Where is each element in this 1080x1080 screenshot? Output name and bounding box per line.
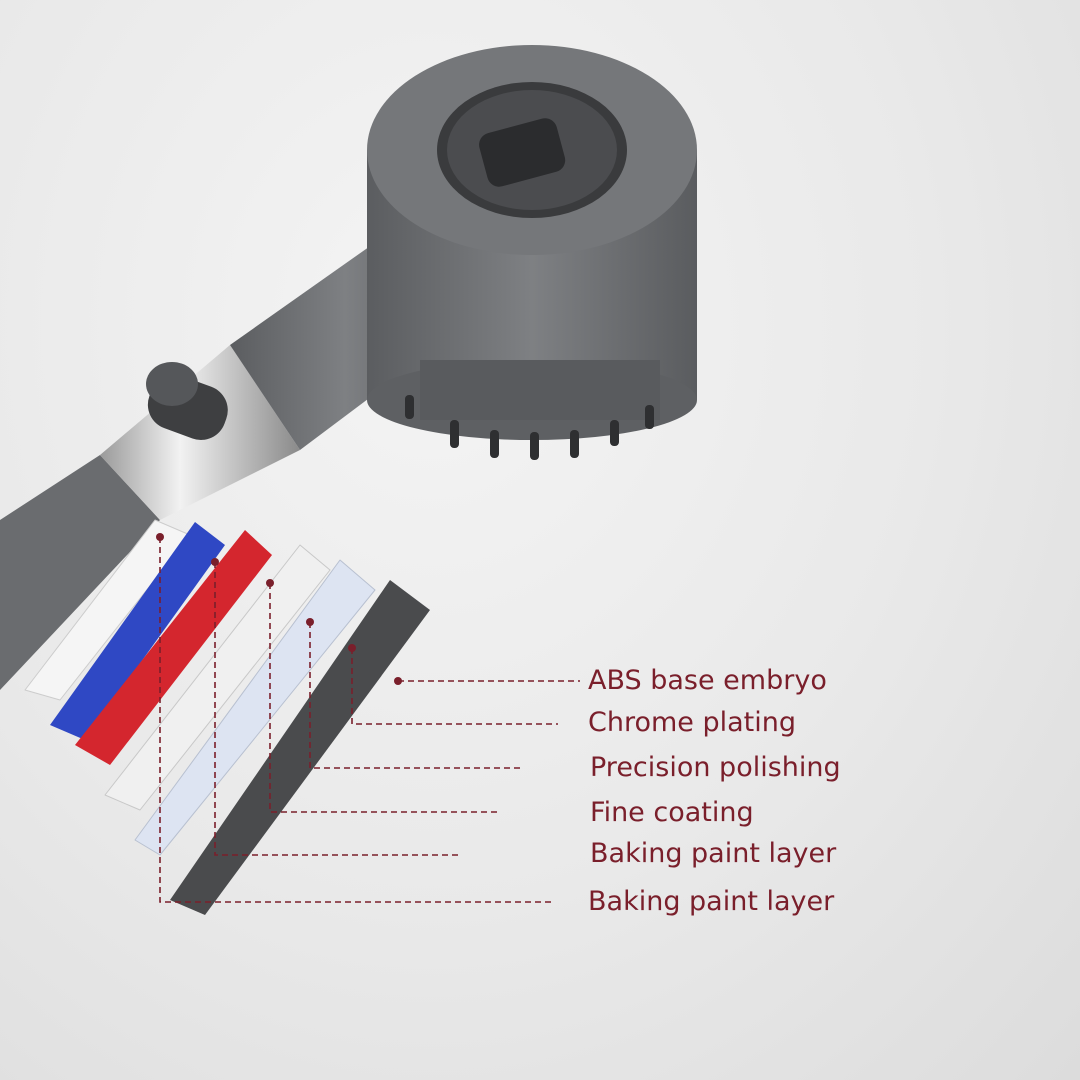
layer-label-chrome: Chrome plating <box>588 707 797 738</box>
layer-label-baking-1: Baking paint layer <box>590 838 837 869</box>
layer-label-baking-2: Baking paint layer <box>588 886 835 917</box>
leader-lines <box>159 537 580 903</box>
layer-label-coating: Fine coating <box>590 797 754 828</box>
layer-strips <box>24 519 430 915</box>
switch-button <box>146 362 228 440</box>
head <box>367 45 697 460</box>
leader-dots <box>156 533 402 685</box>
layer-label-polishing: Precision polishing <box>590 752 841 783</box>
layer-label-abs: ABS base embryo <box>588 665 827 696</box>
